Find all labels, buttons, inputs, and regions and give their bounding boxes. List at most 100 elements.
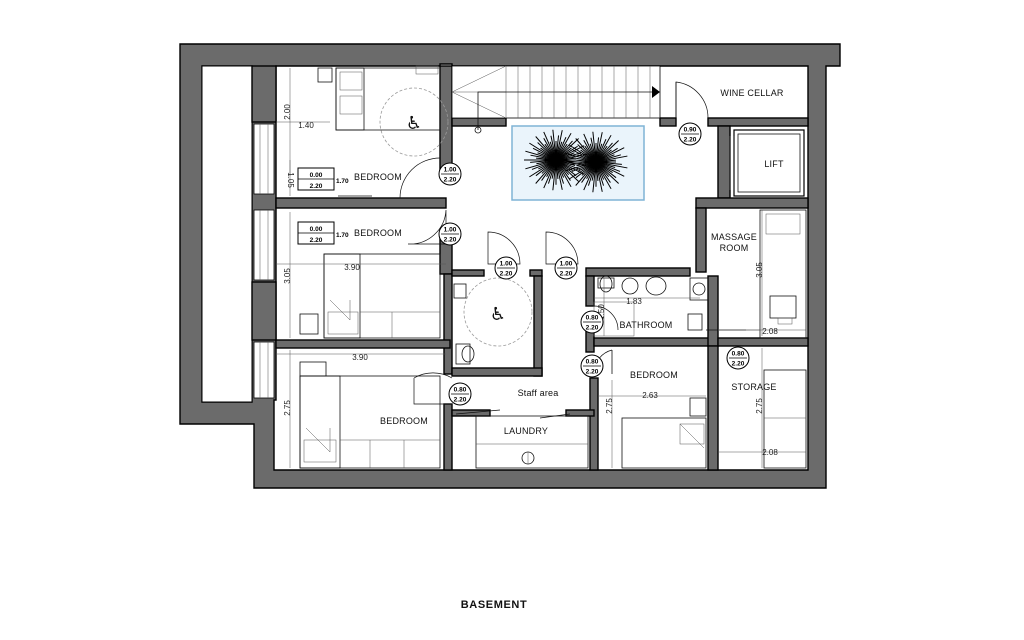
- chandelier-ray: [550, 135, 556, 157]
- lift: [729, 129, 805, 197]
- door-tag-width: 1.00: [500, 261, 513, 268]
- door-tag-width: 1.00: [560, 261, 573, 268]
- chandelier-ray: [581, 165, 595, 183]
- dim-2-08-b: 2.08: [762, 448, 778, 457]
- door-tag-dt6: 0.802.20: [580, 310, 604, 334]
- window-tag-1: 0.00 2.20 1.70: [297, 167, 349, 191]
- door-tag-dt9: 0.802.20: [448, 382, 472, 406]
- chandelier-ray: [535, 136, 554, 158]
- chandelier-ray: [599, 161, 622, 165]
- chandelier-ray: [536, 160, 553, 165]
- door-tag-height: 2.20: [444, 237, 457, 244]
- chandelier-ray: [599, 154, 622, 162]
- door-tag-dt4: 1.00 2.20: [554, 256, 578, 280]
- door-tags: 1.002.201.002.201.002.201.002.200.902.20…: [438, 122, 750, 406]
- chandelier-ray: [559, 160, 576, 166]
- shower-drain-icon: [521, 451, 535, 465]
- chandelier-ray: [556, 163, 563, 190]
- chandelier-ray: [570, 156, 593, 162]
- svg-text:2.20: 2.20: [310, 237, 323, 244]
- chandelier-ray: [583, 139, 595, 159]
- dim-3-90-b: 3.90: [352, 353, 368, 362]
- chandelier-ray: [525, 150, 553, 160]
- chandelier-ray: [558, 140, 573, 158]
- chandelier-ray: [559, 145, 585, 159]
- chandelier-ray: [543, 131, 555, 157]
- chandelier-ray: [575, 138, 594, 160]
- chandelier-ray: [599, 147, 618, 161]
- chandelier-ray: [557, 132, 572, 157]
- chandelier-ray: [537, 142, 554, 158]
- chandelier-ray: [559, 152, 575, 159]
- chandelier-ray: [598, 164, 610, 178]
- wheelchair-accessible-icon: ♿: [379, 87, 449, 157]
- chandelier-ray: [598, 164, 619, 184]
- chandelier-ray: [570, 161, 593, 165]
- door-tag-dt8: 0.802.20: [726, 346, 750, 370]
- chandelier-ray: [571, 163, 593, 172]
- left-court-wall-2: [251, 281, 277, 341]
- chandelier-ray: [557, 163, 565, 178]
- chandelier-ray: [577, 154, 593, 161]
- svg-text:♿: ♿: [406, 113, 422, 134]
- label-massage-room-1: MASSAGE: [711, 232, 757, 242]
- chandelier-ray: [575, 164, 594, 186]
- dim-1-05: 1.05: [286, 172, 295, 188]
- left-court-wall: [251, 65, 277, 123]
- door-tag-dt2: 1.00 2.20: [438, 222, 462, 246]
- svg-text:1.70: 1.70: [336, 178, 349, 185]
- toilet-icon: [455, 343, 475, 365]
- chandelier-ray: [591, 165, 596, 181]
- door-tag-width: 1.00: [444, 227, 457, 234]
- chandelier-ray: [555, 163, 559, 179]
- svg-text:1.70: 1.70: [336, 232, 349, 239]
- door-tag-height: 2.20: [454, 397, 467, 404]
- chandelier-ray: [598, 149, 612, 160]
- chandelier-ray: [558, 162, 570, 176]
- dim-2-75-c: 2.75: [755, 398, 764, 414]
- bed-icon: [621, 397, 707, 469]
- chandelier-ray: [557, 163, 571, 181]
- chandelier-ray: [551, 163, 556, 179]
- chandelier-ray: [530, 159, 553, 163]
- chandelier-ray: [596, 165, 605, 186]
- left-windows: [253, 123, 275, 399]
- chandelier-ray: [535, 162, 554, 177]
- bed-icon: [299, 253, 441, 339]
- chandelier-ray: [536, 157, 553, 161]
- storage-shelves: [763, 369, 807, 469]
- chandelier-ray: [595, 137, 600, 159]
- chandelier-ray: [597, 145, 608, 159]
- chandelier-ray: [596, 132, 603, 159]
- label-storage: STORAGE: [731, 382, 776, 392]
- chandelier-ray: [559, 161, 581, 170]
- dim-3-05-b: 3.05: [755, 262, 764, 278]
- chandelier-ray: [572, 149, 593, 161]
- plan-title: BASEMENT: [461, 599, 528, 611]
- chandelier-ray: [596, 143, 603, 159]
- chandelier-ray: [592, 131, 597, 159]
- dim-3-05-a: 3.05: [283, 268, 292, 284]
- chandelier-ray: [575, 164, 594, 179]
- chandelier-ray: [597, 134, 612, 159]
- stair-winder: [451, 91, 507, 119]
- dim-1-50: 1.50: [597, 304, 606, 320]
- door-tag-height: 2.20: [560, 271, 573, 278]
- chandelier-ray: [555, 135, 560, 157]
- chandelier-ray: [535, 162, 554, 184]
- chandelier-ray: [576, 159, 593, 163]
- chandelier-ray: [529, 161, 553, 178]
- door-tag-dt7: 0.802.20: [580, 354, 604, 378]
- chandelier-ray: [541, 162, 554, 174]
- sink-icon: [689, 277, 709, 301]
- door-tag-width: 0.90: [684, 127, 697, 134]
- chandelier-ray: [599, 162, 628, 169]
- door-tag-dt5: 0.902.20: [678, 122, 702, 146]
- chandelier-ray: [557, 163, 572, 188]
- chandelier-ray: [556, 163, 565, 184]
- chandelier-ray: [597, 165, 605, 180]
- chandelier-ray: [529, 142, 553, 159]
- dim-2-75-b: 2.75: [605, 398, 614, 414]
- wine-cellar-door: [675, 81, 709, 119]
- svg-text:2.20: 2.20: [310, 183, 323, 190]
